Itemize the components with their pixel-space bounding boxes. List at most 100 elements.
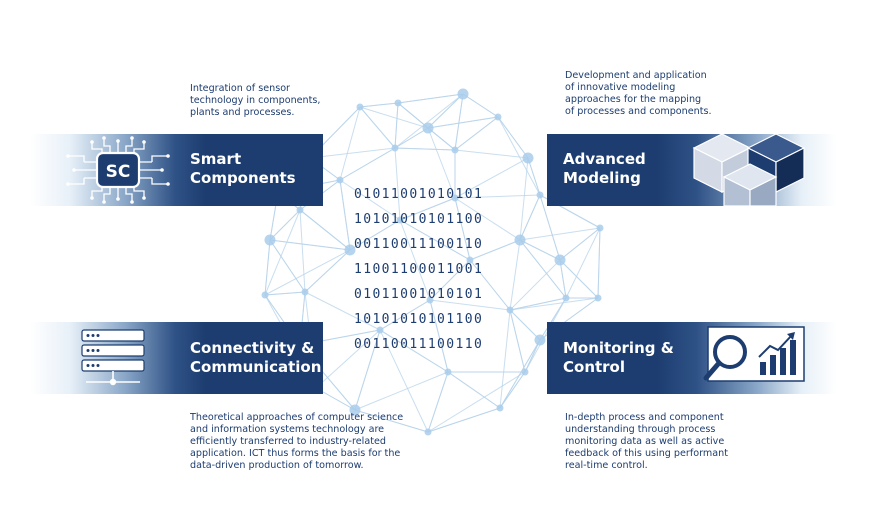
network-edge bbox=[394, 93, 464, 149]
network-node bbox=[451, 194, 459, 202]
network-edge bbox=[454, 157, 529, 199]
binary-row: 11001100011001 bbox=[354, 262, 484, 277]
network-node bbox=[451, 146, 459, 154]
sc-chip-icon: SC bbox=[66, 136, 170, 204]
network-edge bbox=[379, 329, 429, 433]
network-node bbox=[356, 103, 364, 111]
network-edge bbox=[559, 259, 599, 299]
network-edge bbox=[519, 227, 601, 241]
network-edge bbox=[394, 102, 399, 149]
binary-code-block: 01011001010101 10101010101100 001100111001… bbox=[354, 182, 524, 357]
network-edge bbox=[339, 106, 361, 181]
network-edge bbox=[509, 297, 599, 311]
binary-row: 10101010101100 bbox=[354, 312, 484, 327]
network-edge bbox=[394, 147, 401, 221]
smart-components-title: Smart Components bbox=[190, 150, 296, 187]
network-node bbox=[594, 294, 602, 302]
network-node bbox=[344, 244, 356, 256]
network-node bbox=[521, 368, 529, 376]
network-node bbox=[426, 296, 434, 304]
network-node bbox=[264, 234, 276, 246]
network-edge bbox=[509, 309, 541, 341]
network-edge bbox=[339, 179, 401, 221]
binary-row: 01011001010101 bbox=[354, 287, 484, 302]
network-node bbox=[562, 294, 570, 302]
network-node bbox=[522, 152, 534, 164]
network-node bbox=[496, 404, 504, 412]
network-edge bbox=[447, 371, 501, 409]
advanced-modeling-title: Advanced Modeling bbox=[563, 150, 646, 187]
network-edge bbox=[429, 259, 471, 301]
network-node bbox=[596, 224, 604, 232]
network-edge bbox=[427, 93, 464, 129]
network-edge bbox=[394, 147, 456, 151]
network-edge bbox=[499, 371, 526, 409]
monitoring-band: Monitoring & Control bbox=[547, 322, 837, 394]
network-node bbox=[422, 122, 434, 134]
network-edge bbox=[497, 116, 529, 159]
network-edge bbox=[397, 93, 464, 104]
binary-row: 10101010101100 bbox=[354, 212, 484, 227]
network-node bbox=[261, 291, 269, 299]
network-node bbox=[394, 99, 402, 107]
network-edge bbox=[269, 239, 306, 293]
network-node bbox=[396, 216, 404, 224]
network-edge bbox=[354, 329, 381, 411]
network-edge bbox=[354, 371, 449, 411]
network-edge bbox=[454, 93, 464, 151]
network-node bbox=[466, 256, 474, 264]
network-edge bbox=[399, 219, 471, 261]
network-edge bbox=[339, 179, 351, 251]
network-edge bbox=[454, 116, 499, 151]
svg-text:SC: SC bbox=[106, 162, 131, 182]
network-edge bbox=[299, 209, 306, 293]
network-edge bbox=[427, 371, 526, 433]
network-edge bbox=[427, 407, 501, 433]
network-edge bbox=[559, 227, 601, 261]
binary-row: 01011001010101 bbox=[354, 187, 484, 202]
network-edge bbox=[315, 329, 381, 389]
network-edge bbox=[427, 371, 449, 433]
network-edge bbox=[519, 194, 541, 241]
monitoring-description: In-depth process and component understan… bbox=[565, 412, 728, 471]
network-edge bbox=[399, 197, 456, 221]
network-edge bbox=[519, 239, 567, 299]
network-edge bbox=[339, 147, 396, 181]
network-edge bbox=[379, 329, 449, 373]
network-node bbox=[376, 326, 384, 334]
network-edge bbox=[509, 309, 526, 373]
network-node bbox=[457, 88, 469, 100]
network-edge bbox=[269, 239, 351, 251]
network-edge bbox=[462, 93, 499, 118]
network-edge bbox=[509, 239, 521, 311]
network-edge bbox=[524, 297, 567, 373]
network-edge bbox=[304, 249, 351, 293]
network-edge bbox=[429, 299, 511, 311]
network-edge bbox=[499, 339, 541, 409]
network-node bbox=[296, 206, 304, 214]
advanced-modeling-description: Development and application of innovativ… bbox=[565, 70, 712, 117]
network-edge bbox=[499, 309, 511, 409]
smart-components-description: Integration of sensor technology in comp… bbox=[190, 83, 321, 118]
network-edge bbox=[304, 291, 381, 331]
network-node bbox=[349, 404, 361, 416]
network-edge bbox=[509, 259, 561, 311]
network-edge bbox=[399, 219, 431, 301]
network-edge bbox=[264, 249, 351, 296]
network-edge bbox=[309, 147, 396, 159]
network-edge bbox=[359, 106, 429, 129]
cubes-icon bbox=[692, 134, 806, 206]
connectivity-band: Connectivity & Communication bbox=[30, 322, 323, 394]
network-node bbox=[424, 428, 432, 436]
network-node bbox=[506, 306, 514, 314]
network-edge bbox=[429, 299, 449, 373]
network-node bbox=[536, 191, 544, 199]
network-edge bbox=[427, 127, 456, 151]
network-edge bbox=[454, 197, 521, 241]
binary-row: 00110011100110 bbox=[354, 237, 484, 252]
network-edge bbox=[427, 127, 456, 199]
network-edge bbox=[264, 291, 306, 296]
network-edge bbox=[264, 209, 301, 296]
network-edge bbox=[359, 106, 396, 149]
advanced-modeling-band: Advanced Modeling bbox=[547, 134, 837, 206]
